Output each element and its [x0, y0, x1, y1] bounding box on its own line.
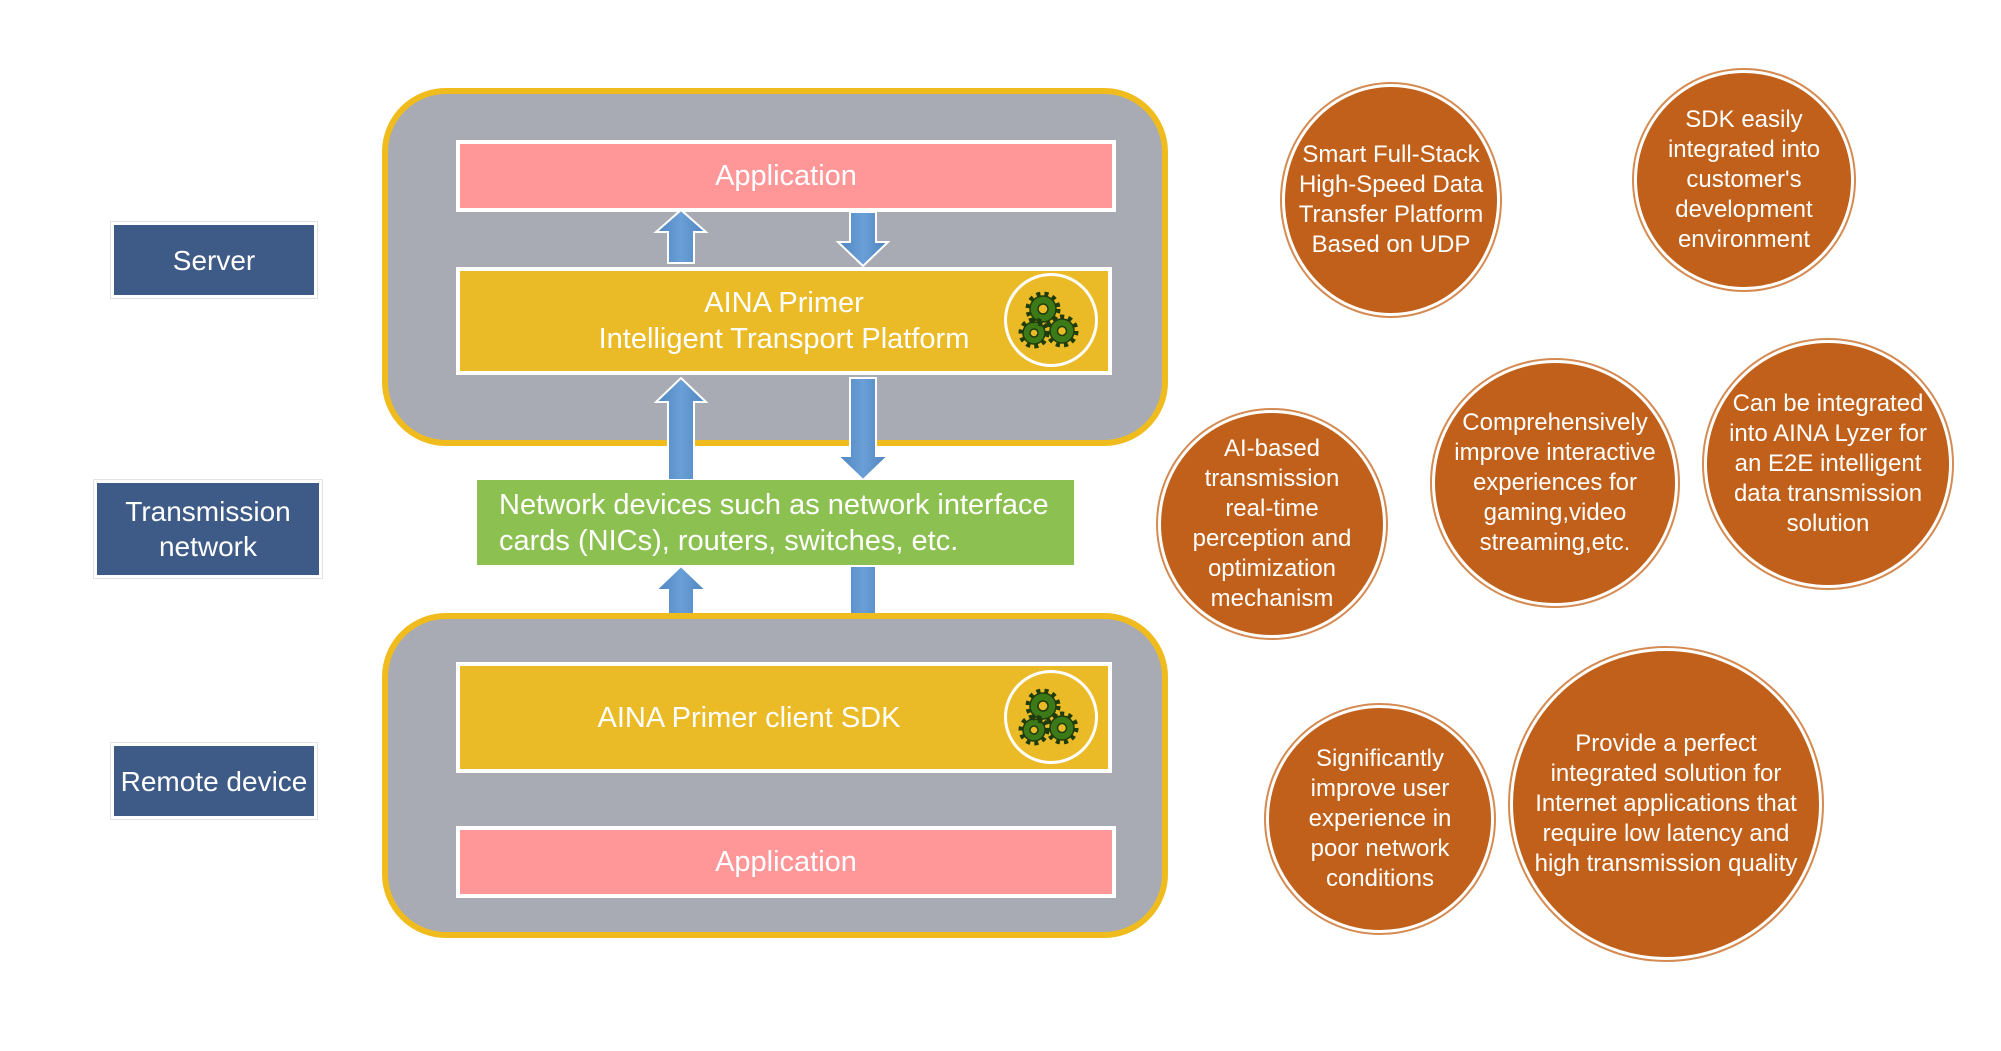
feature-circle-aina-lyzer: Can be integrated into AINA Lyzer for an…: [1704, 340, 1952, 588]
label-transmission-line-2: network: [158, 531, 258, 562]
arrow-up-server-top: [653, 208, 709, 264]
platform-line-1: AINA Primer: [704, 287, 864, 319]
arrow-down-server-top: [835, 211, 891, 268]
client-sdk-box: AINA Primer client SDK: [456, 662, 1112, 773]
feature-circle-udp-platform: Smart Full-Stack High-Speed Data Transfe…: [1282, 84, 1500, 316]
feature-circle-ai-transmission: AI-based transmission real-time percepti…: [1158, 410, 1386, 638]
client-application-box: Application: [456, 826, 1116, 898]
feature-circle-poor-network: Significantly improve user experience in…: [1266, 705, 1494, 933]
platform-line-2: Intelligent Transport Platform: [598, 323, 970, 355]
label-server: Server: [114, 225, 314, 295]
feature-circle-interactive-experiences: Comprehensively improve interactive expe…: [1432, 360, 1678, 606]
server-application-box: Application: [456, 140, 1116, 212]
client-gear-badge: [1004, 670, 1098, 764]
arrow-down-server-to-network: [835, 377, 891, 482]
feature-circle-sdk-integration: SDK easily integrated into customer's de…: [1634, 70, 1854, 290]
feature-circle-integrated-solution: Provide a perfect integrated solution fo…: [1510, 648, 1822, 960]
gears-icon: [1018, 291, 1079, 349]
label-transmission-line-1: Transmission: [125, 496, 291, 527]
label-remote-device: Remote device: [114, 746, 314, 816]
arrow-up-network-to-server: [653, 376, 709, 481]
server-gear-badge: [1004, 273, 1098, 367]
server-platform-box: AINA Primer Intelligent Transport Platfo…: [456, 267, 1112, 375]
network-line-1: Network devices such as network interfac…: [499, 488, 1049, 521]
gears-icon: [1018, 688, 1079, 746]
label-transmission-network: Transmission network: [97, 483, 319, 575]
network-devices-box: Network devices such as network interfac…: [477, 480, 1074, 565]
network-line-2: cards (NICs), routers, switches, etc.: [499, 524, 959, 557]
